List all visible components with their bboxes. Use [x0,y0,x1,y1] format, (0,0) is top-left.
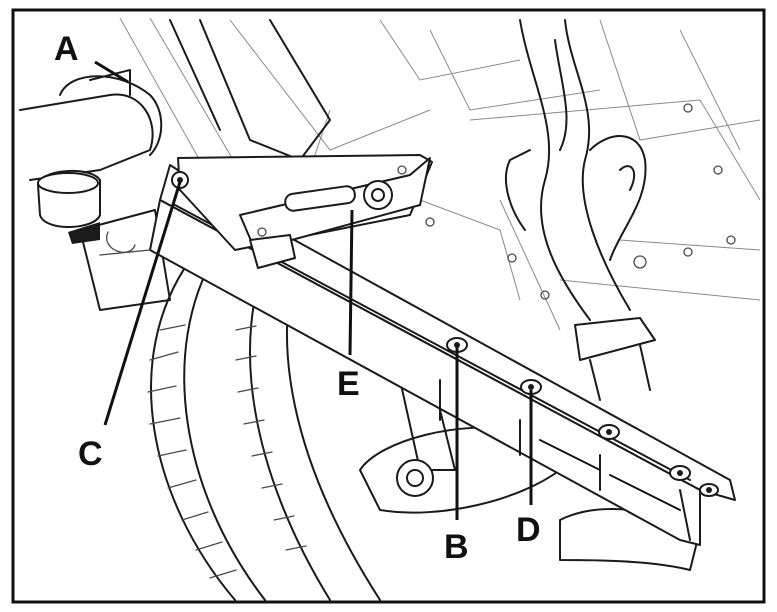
rail-bracket [99,154,736,546]
wheel-tyre [147,249,381,601]
adjust-slot [284,185,356,212]
callout-e: E [337,365,360,403]
bolt-c [171,171,189,189]
bolt-rear-2 [669,465,691,481]
leader-e [348,209,354,356]
bolt-rear-3 [699,483,719,497]
leader-c [103,181,182,426]
shock-mount [19,19,331,311]
leader-lines [94,60,533,520]
rail-bolts [171,171,719,497]
callout-a: A [54,30,79,68]
exhaust-pipes [505,19,656,401]
bolt-rear-1 [598,424,620,440]
callout-d: D [516,511,541,549]
adjuster-disc [363,180,393,210]
leader-a [94,60,129,84]
callout-c: C [78,435,103,473]
callout-b: B [444,528,469,566]
